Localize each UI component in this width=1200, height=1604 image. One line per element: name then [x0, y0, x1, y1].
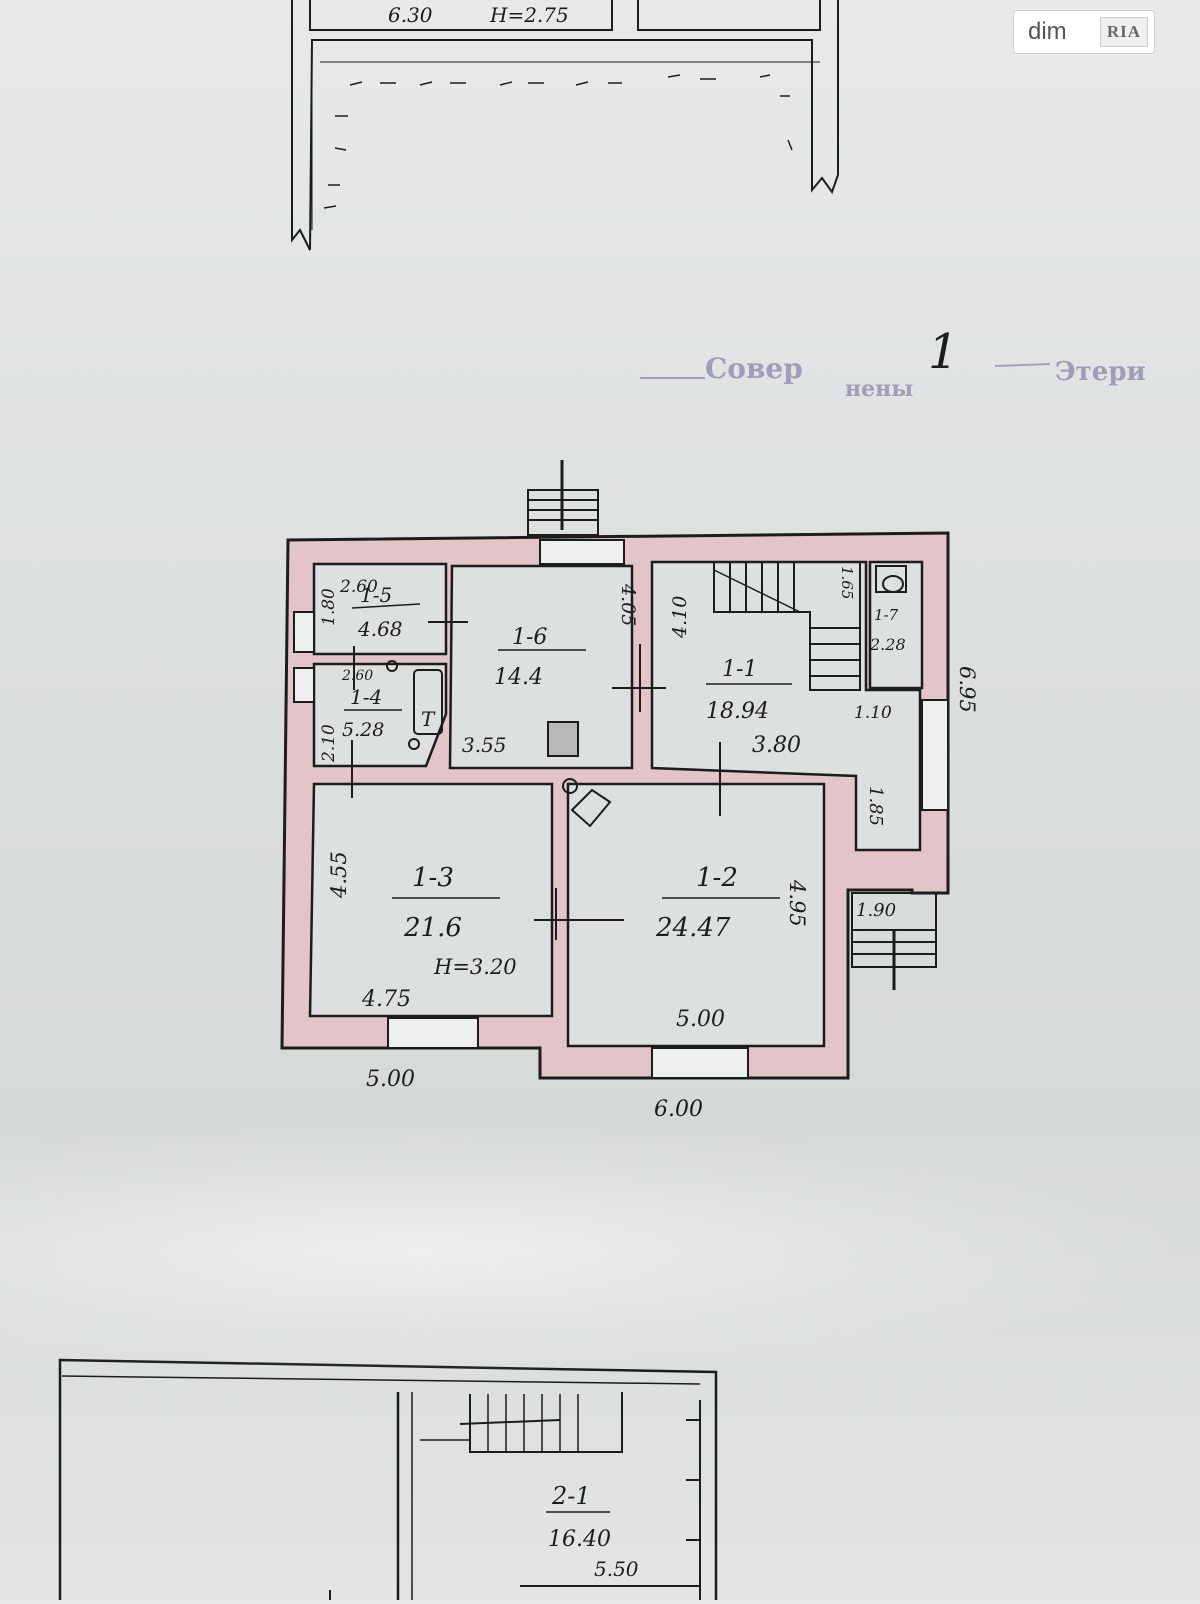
room-area: 21.6 [403, 913, 462, 943]
room-id: 1-7 [874, 606, 899, 624]
chimney-icon [570, 788, 612, 828]
window [387, 1017, 479, 1049]
stamp-text: нены [845, 376, 913, 402]
room-area: 18.94 [706, 699, 769, 724]
hatch-marks [323, 74, 793, 209]
top-plan-label: 6.30 [388, 3, 433, 27]
dimension: 6.00 [654, 1097, 703, 1122]
entrance-stairs-top [527, 460, 599, 536]
interior-staircase [713, 562, 861, 691]
dimria-watermark-logo: dim RIA [1013, 10, 1155, 54]
dimension: 1.85 [865, 786, 886, 826]
entrance-stairs-right [851, 892, 937, 990]
floor-number: 1 [928, 324, 959, 380]
boiler-icon [386, 660, 398, 672]
fixtures [386, 565, 907, 828]
room-area: 5.28 [342, 719, 384, 741]
top-plan-label: H=2.75 [489, 3, 569, 27]
window [651, 1047, 749, 1079]
stamp-text: Этери [1055, 357, 1146, 387]
room-area: 2.28 [869, 635, 906, 654]
room-1-7-interior [868, 560, 924, 690]
window [921, 699, 949, 811]
bathtub [413, 669, 443, 735]
dimension: 5.00 [366, 1067, 415, 1092]
toilet-icon [882, 575, 904, 593]
dimension: 1.10 [854, 703, 892, 723]
dimension: 2.60 [341, 668, 373, 684]
room-id: 1-5 [360, 583, 392, 607]
room-1-3-interior [308, 782, 554, 1018]
room-1-6-interior [448, 564, 634, 770]
room-id: 1-2 [696, 863, 738, 893]
dimension: 4.95 [785, 879, 809, 927]
dimension: 6.95 [955, 666, 979, 713]
room-id: 1-1 [722, 657, 757, 682]
dimension: 1.80 [319, 588, 339, 626]
room-id: 1-3 [412, 863, 454, 893]
dimension: 5.50 [594, 1557, 639, 1581]
door-markers [351, 621, 721, 940]
windows [293, 539, 949, 1079]
room-area: 4.68 [357, 617, 403, 641]
dimension: 3.55 [462, 733, 507, 757]
dimension: 2.10 [319, 724, 339, 763]
dimension: 5.00 [676, 1007, 725, 1032]
dimension: 3.80 [752, 733, 801, 758]
dimension: 4.75 [361, 987, 411, 1012]
watermark-brand-dim: dim [1028, 18, 1067, 45]
dimension-labels: 2.60 1.80 2.60 2.10 3.55 4.05 4.10 3.80 … [319, 566, 979, 1122]
watermark-brand-ria: RIA [1099, 17, 1148, 47]
dimension: 4.10 [669, 596, 691, 639]
room-1-2-interior [566, 782, 826, 1048]
bath-fixture-label: T [421, 707, 436, 731]
dimension: 1.65 [838, 566, 856, 599]
stamp: Совер нены Этери [640, 352, 1146, 402]
bottom-plan [58, 1358, 718, 1600]
room-id: 1-6 [512, 625, 547, 650]
ceiling-height: H=3.20 [433, 955, 517, 979]
room-interiors [308, 560, 924, 1048]
room-area: 24.47 [655, 913, 731, 943]
sink-icon [408, 738, 420, 750]
dimension: 4.05 [617, 583, 639, 626]
dimension: 2.60 [339, 577, 378, 597]
window [293, 611, 315, 653]
room-labels: 1-5 4.68 1-4 5.28 1-6 14.4 1-1 18.94 1-7… [342, 583, 906, 943]
top-plan [291, 0, 839, 251]
dimension: 1.90 [856, 900, 896, 921]
stamp-text: Совер [705, 352, 803, 385]
window [293, 667, 315, 703]
stove-icon [547, 721, 579, 757]
room-id: 1-4 [350, 685, 382, 709]
room-area: 14.4 [494, 665, 543, 690]
window [539, 539, 625, 565]
chimney-icon [562, 778, 578, 794]
room-id: 2-1 [551, 1482, 591, 1510]
dimension: 4.55 [327, 851, 351, 899]
room-area: 16.40 [548, 1527, 611, 1552]
